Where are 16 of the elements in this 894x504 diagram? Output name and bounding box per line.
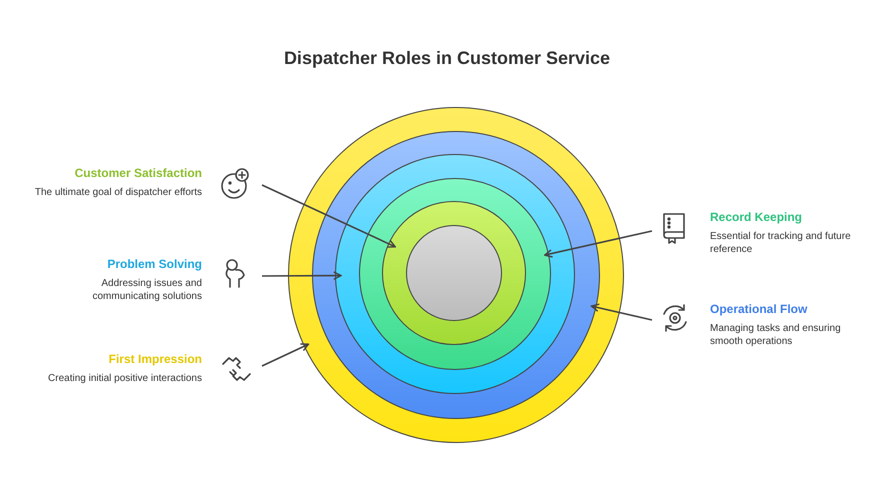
description: Addressing issues and communicating solutions xyxy=(92,277,202,303)
heading: Operational Flow xyxy=(710,302,808,316)
description: The ultimate goal of dispatcher efforts xyxy=(34,186,202,199)
description: Creating initial positive interactions xyxy=(47,372,202,385)
title: Dispatcher Roles in Customer Service xyxy=(282,48,612,69)
arrow xyxy=(262,184,396,248)
arrow xyxy=(262,343,310,367)
arrow xyxy=(590,303,652,321)
description: Managing tasks and ensuring smooth operations xyxy=(710,322,842,348)
heading: Problem Solving xyxy=(106,257,202,271)
heading: First Impression xyxy=(108,352,202,366)
arrow xyxy=(262,271,342,280)
heading: Customer Satisfaction xyxy=(74,166,202,180)
heading: Record Keeping xyxy=(710,210,804,224)
arrow xyxy=(544,230,652,258)
description: Essential for tracking and future reference xyxy=(710,230,852,256)
